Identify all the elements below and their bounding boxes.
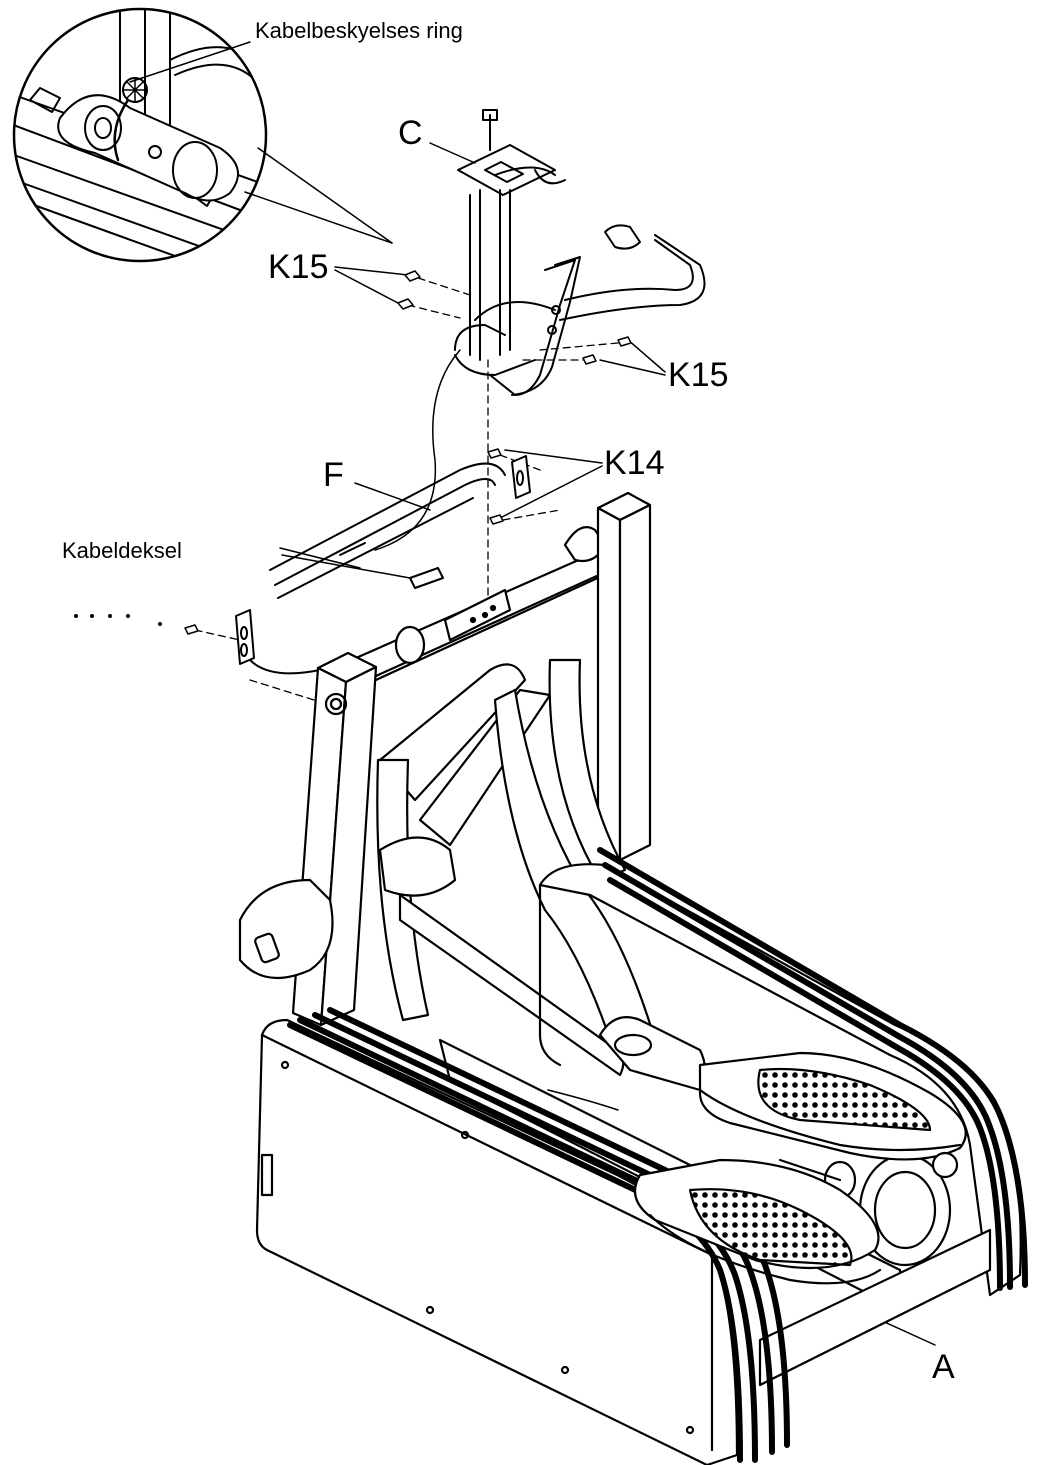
label-cable-protection-ring: Kabelbeskyelses ring — [255, 18, 463, 43]
screws — [184, 270, 632, 635]
brackets — [235, 455, 531, 681]
label-cable-cover: Kabeldeksel — [62, 538, 182, 563]
label-part-a: A — [932, 1348, 955, 1386]
pedals — [633, 1051, 967, 1285]
label-part-c: C — [398, 114, 423, 152]
label-part-f: F — [323, 456, 344, 494]
detail-magnifier — [12, 7, 393, 263]
leader-lines — [279, 142, 936, 1346]
cover-rail-f — [269, 462, 506, 599]
label-part-k14: K14 — [604, 444, 665, 482]
main-frame — [238, 491, 707, 1092]
dot-marks — [74, 614, 162, 626]
label-part-k15-right: K15 — [668, 356, 729, 394]
console-mast-and-handlebar — [374, 109, 706, 551]
label-part-k15-left: K15 — [268, 248, 329, 286]
